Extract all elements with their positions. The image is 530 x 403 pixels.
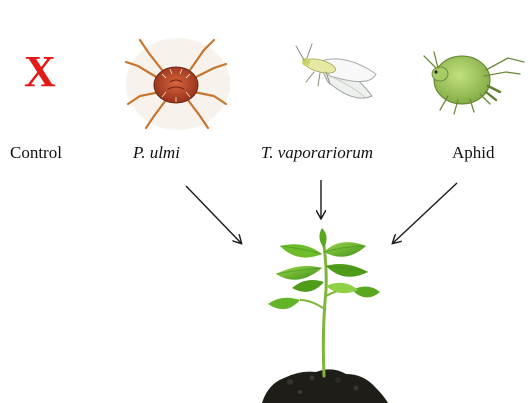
arrow-from-p-ulmi: [186, 186, 241, 243]
arrow-from-aphid: [393, 183, 457, 243]
aphid-icon: [424, 52, 524, 114]
red-spider-mite-icon: [126, 38, 230, 130]
plant-seedling-icon: [262, 228, 388, 403]
whitefly-icon: [296, 44, 376, 98]
